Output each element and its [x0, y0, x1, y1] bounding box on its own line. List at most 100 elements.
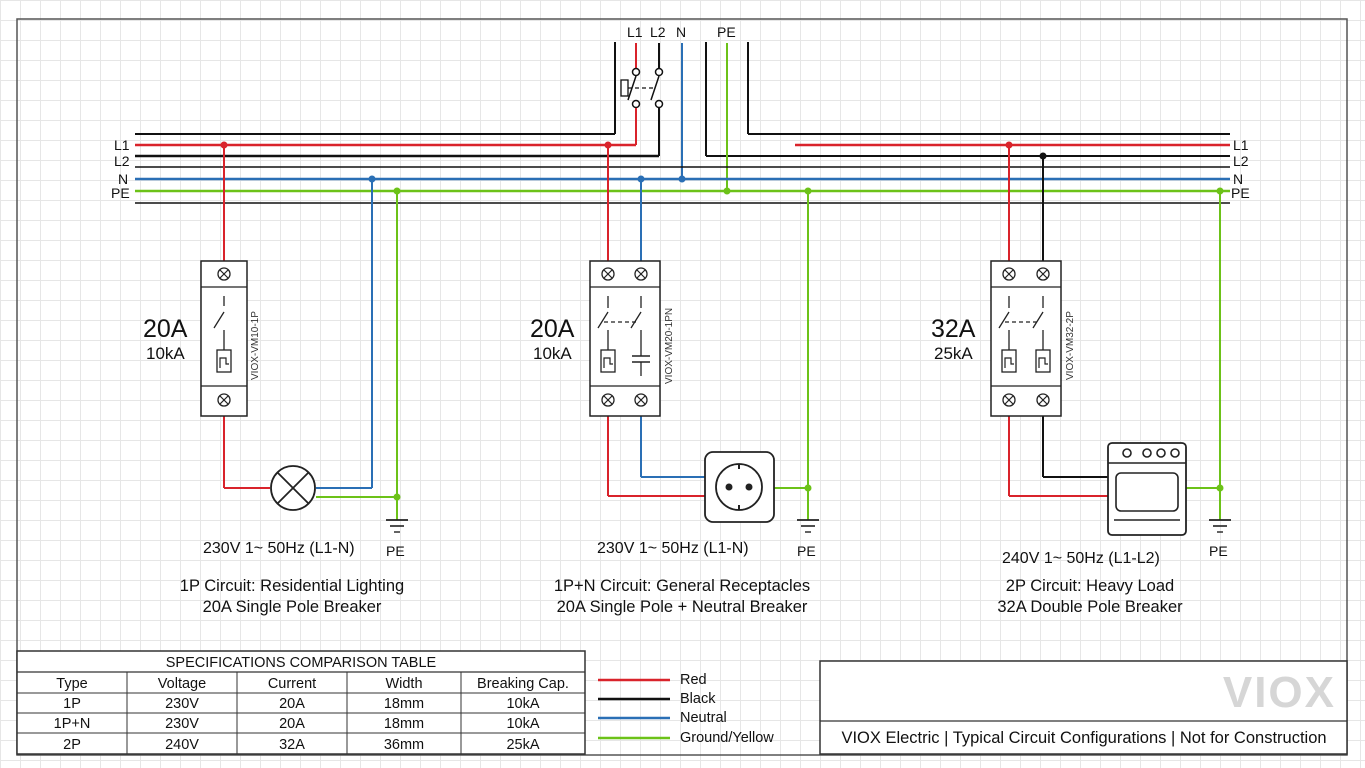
table-header-cell: Current [268, 676, 316, 692]
switch-contact-icon [1032, 311, 1044, 329]
terminal-screw-icon [634, 393, 648, 407]
incomer-n-label: N [676, 24, 686, 40]
circuit-subtitle: 20A Single Pole Breaker [203, 598, 382, 616]
diagram-frame [16, 18, 1348, 756]
table-cell: 20A [279, 716, 305, 732]
thermal-trip-icon [600, 349, 616, 373]
bus-label-n-right: N [1233, 171, 1243, 187]
table-title: SPECIFICATIONS COMPARISON TABLE [166, 655, 437, 671]
bus-label-n-left: N [118, 171, 128, 187]
table-header-row: Type Voltage Current Width Breaking Cap. [56, 676, 569, 692]
wire-color-legend: Red Black Neutral Ground/Yellow [598, 672, 774, 746]
bus-label-l1-right: L1 [1233, 137, 1249, 153]
electric-range-icon [1107, 442, 1187, 536]
table-cell: 18mm [384, 696, 424, 712]
incomer-pe-label: PE [717, 24, 736, 40]
circuit-subtitle: 20A Single Pole + Neutral Breaker [557, 598, 808, 616]
legend-label: Red [680, 672, 707, 688]
circuit-subtitle: 32A Double Pole Breaker [997, 598, 1183, 616]
pe-label: PE [797, 543, 816, 559]
circuit-title: 1P+N Circuit: General Receptacles [554, 577, 810, 595]
table-cell: 25kA [506, 737, 539, 753]
table-header-cell: Type [56, 676, 87, 692]
legend-label: Neutral [680, 710, 727, 726]
table-header-cell: Breaking Cap. [477, 676, 569, 692]
breaker-rating: 20A [530, 315, 575, 343]
circuit-1p-lighting: VIOX-VM10-1P 20A 10kA 230V 1~ 50Hz (L1-N… [143, 141, 408, 616]
table-row: 2P 240V 32A 36mm 25kA [63, 737, 540, 753]
bus-label-l2-left: L2 [114, 153, 130, 169]
circuit-2p-heavy-load: VIOX-VM32-2P 32A 25kA 240V 1~ 50Hz (L1-L… [931, 141, 1231, 616]
circuit-voltage-label: 240V 1~ 50Hz (L1-L2) [1002, 550, 1160, 567]
breaker-breaking-capacity: 10kA [533, 344, 572, 363]
bus-label-l1-left: L1 [114, 137, 130, 153]
breaker-model-label: VIOX-VM10-1P [250, 311, 261, 380]
table-cell: 10kA [506, 716, 539, 732]
table-row: 1P+N 230V 20A 18mm 10kA [54, 716, 540, 732]
lamp-icon [270, 465, 316, 511]
table-cell: 18mm [384, 716, 424, 732]
terminal-screw-icon [1036, 393, 1050, 407]
socket-outlet-icon [704, 451, 775, 523]
terminal-screw-icon [217, 393, 231, 407]
viox-logo: VIOX [1223, 668, 1336, 717]
bus-label-l2-right: L2 [1233, 153, 1249, 169]
bus-label-pe-right: PE [1231, 185, 1250, 201]
legend-label: Ground/Yellow [680, 730, 774, 746]
breaker-breaking-capacity: 25kA [934, 344, 973, 363]
terminal-screw-icon [601, 267, 615, 281]
table-row: 1P 230V 20A 18mm 10kA [63, 696, 540, 712]
incomer-l1-label: L1 [627, 24, 643, 40]
pe-label: PE [1209, 543, 1228, 559]
table-cell: 10kA [506, 696, 539, 712]
table-cell: 230V [165, 716, 199, 732]
breaker-breaking-capacity: 10kA [146, 344, 185, 363]
breaker-2p: VIOX-VM32-2P [990, 260, 1076, 417]
switch-contact-icon [630, 311, 642, 329]
main-incomer: L1 L2 N PE [135, 24, 1230, 195]
table-cell: 1P [63, 696, 81, 712]
breaker-1pn: VIOX-VM20-1PN [589, 260, 675, 417]
circuit-voltage-label: 230V 1~ 50Hz (L1-N) [203, 540, 355, 557]
terminal-screw-icon [1036, 267, 1050, 281]
breaker-model-label: VIOX-VM20-1PN [664, 308, 675, 384]
ground-symbol-icon [797, 519, 819, 533]
ground-symbol-icon [1209, 519, 1231, 533]
pe-label: PE [386, 543, 405, 559]
terminal-screw-icon [601, 393, 615, 407]
circuit-title: 2P Circuit: Heavy Load [1006, 577, 1174, 595]
terminal-screw-icon [1002, 393, 1016, 407]
table-cell: 230V [165, 696, 199, 712]
terminal-screw-icon [634, 267, 648, 281]
switch-contact-icon [998, 311, 1010, 329]
table-cell: 2P [63, 737, 81, 753]
legend-label: Black [680, 691, 716, 707]
thermal-trip-icon [1035, 349, 1051, 373]
terminal-screw-icon [217, 267, 231, 281]
table-cell: 36mm [384, 737, 424, 753]
breaker-rating: 32A [931, 315, 976, 343]
circuit-voltage-label: 230V 1~ 50Hz (L1-N) [597, 540, 749, 557]
table-cell: 240V [165, 737, 199, 753]
switch-contact-icon [597, 311, 609, 329]
table-header-cell: Width [385, 676, 422, 692]
ground-symbol-icon [386, 519, 408, 533]
switch-contact-icon [213, 311, 225, 329]
terminal-screw-icon [1002, 267, 1016, 281]
specifications-table: SPECIFICATIONS COMPARISON TABLE Type Vol… [16, 650, 586, 755]
table-cell: 20A [279, 696, 305, 712]
thermal-trip-icon [1001, 349, 1017, 373]
footer-text: VIOX Electric | Typical Circuit Configur… [841, 729, 1326, 747]
table-cell: 32A [279, 737, 305, 753]
incomer-l2-label: L2 [650, 24, 666, 40]
circuit-title: 1P Circuit: Residential Lighting [180, 577, 404, 595]
table-header-cell: Voltage [158, 676, 206, 692]
circuit-1pn-receptacles: VIOX-VM20-1PN 20A 10kA 230V 1~ 50Hz (L1-… [530, 141, 819, 616]
breaker-model-label: VIOX-VM32-2P [1065, 311, 1076, 380]
breaker-rating: 20A [143, 315, 188, 343]
busbars: L1 L2 N PE L1 L2 N PE [111, 137, 1250, 204]
breaker-1p: VIOX-VM10-1P [200, 260, 261, 417]
bus-label-pe-left: PE [111, 185, 130, 201]
